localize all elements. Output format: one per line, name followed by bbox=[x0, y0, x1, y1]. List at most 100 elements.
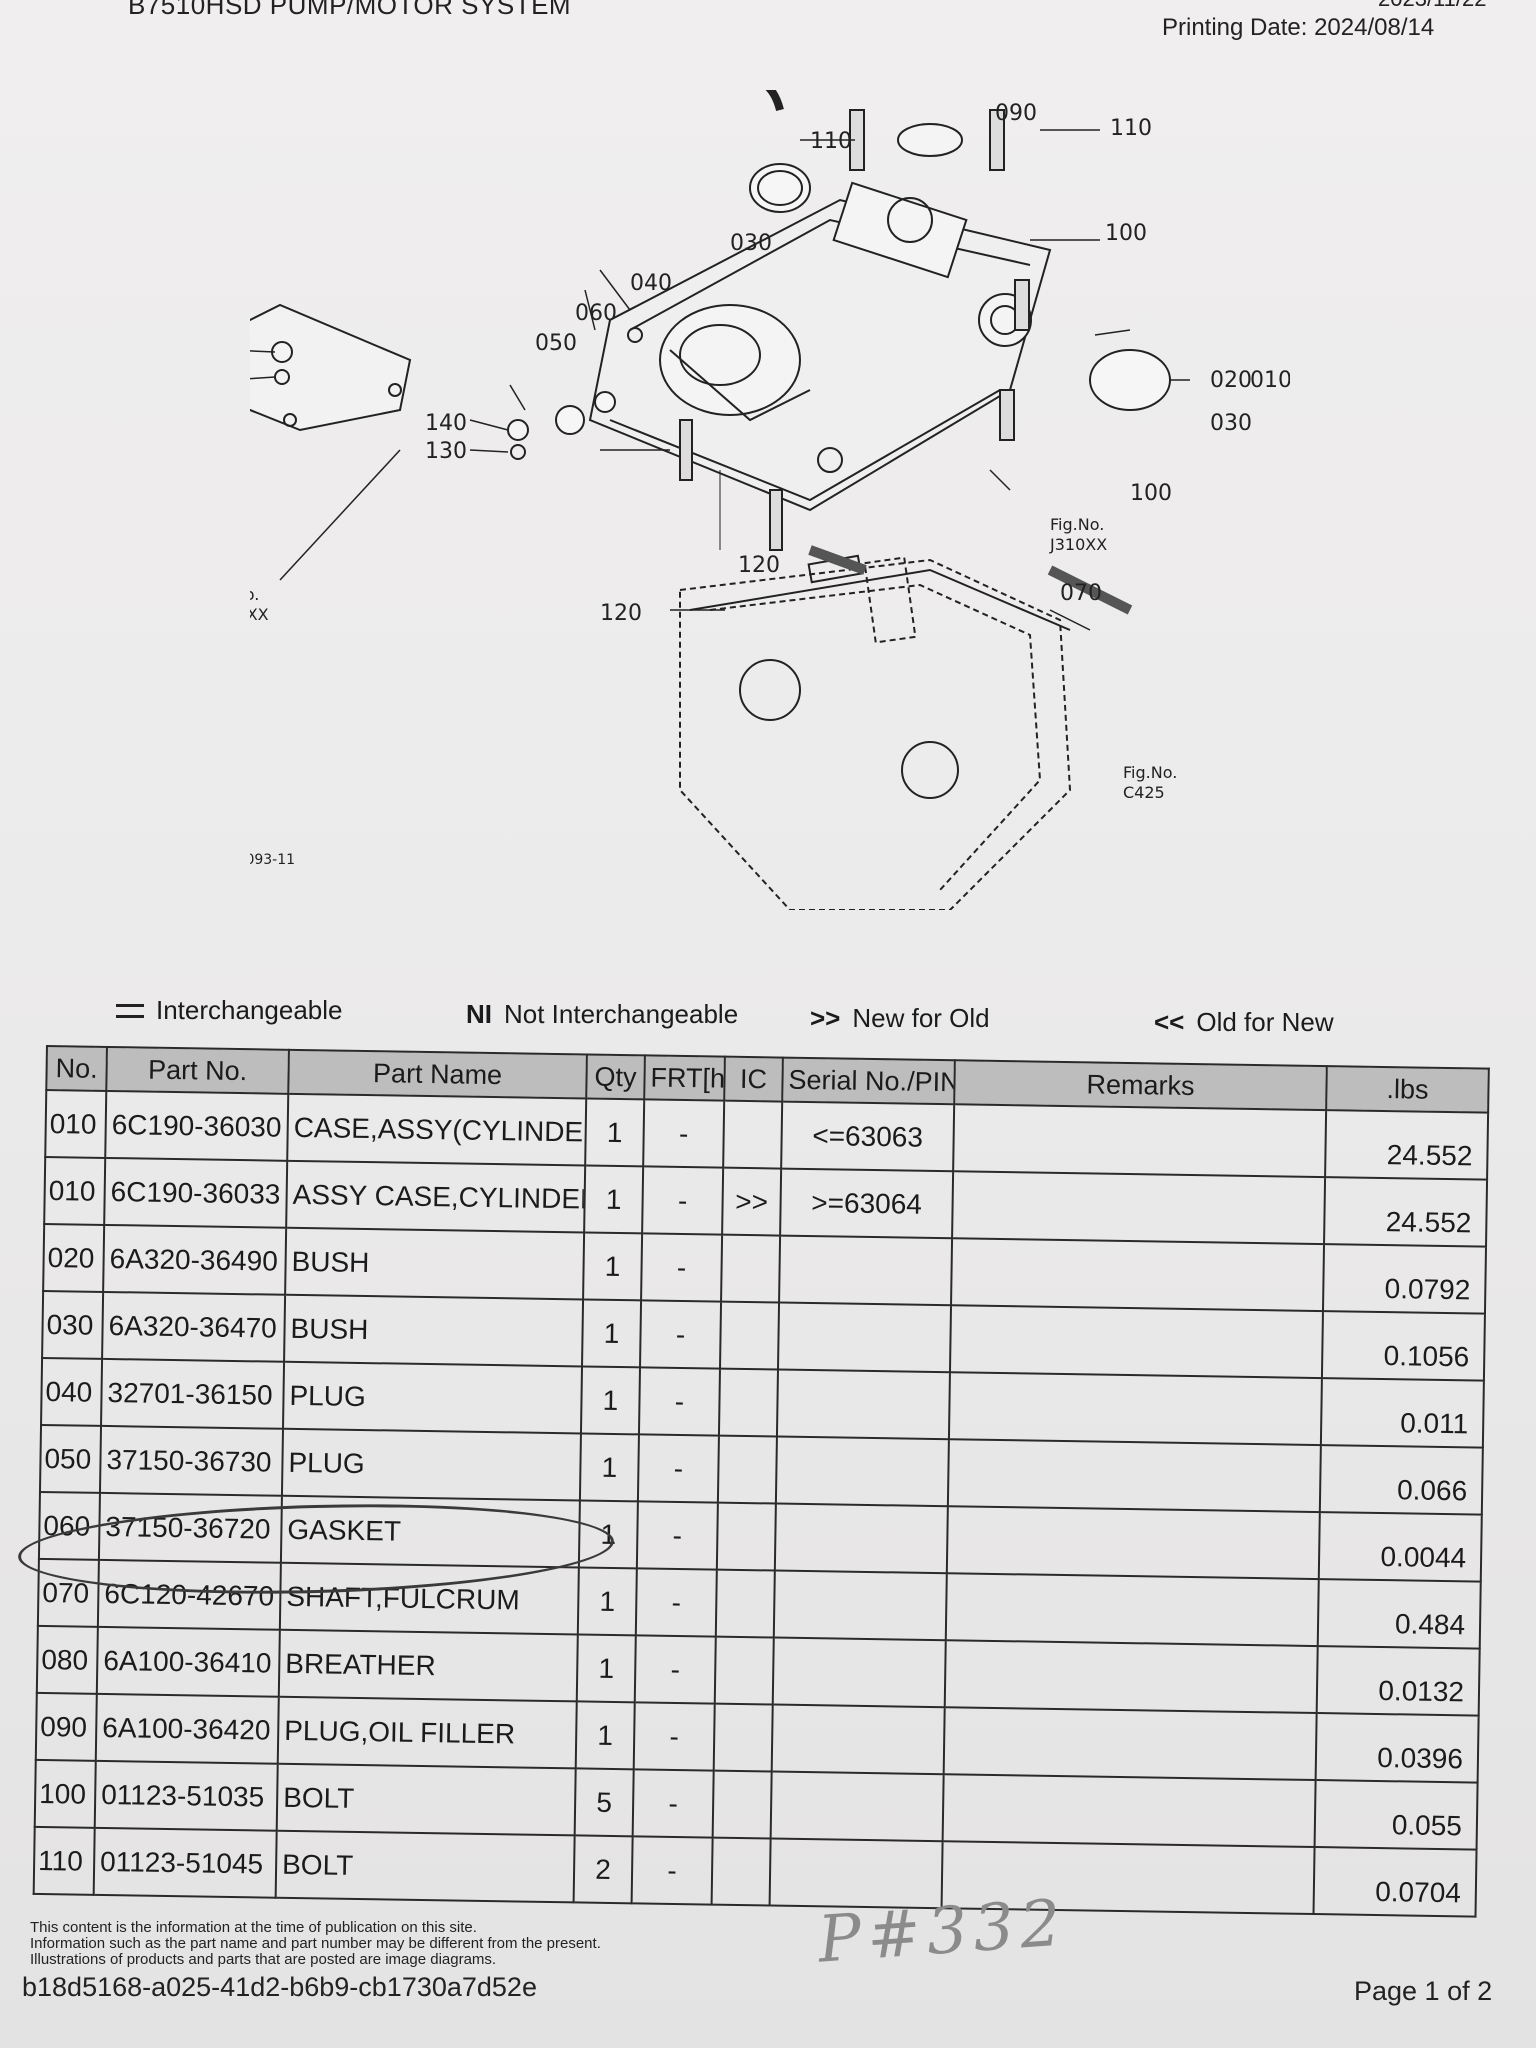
legend-new-for-old-label: New for Old bbox=[852, 1003, 990, 1033]
bracket-plate-drawing bbox=[250, 303, 412, 432]
cell-frt: - bbox=[643, 1099, 725, 1168]
cell-part-name: BOLT bbox=[276, 1763, 576, 1836]
cell-remarks bbox=[945, 1573, 1319, 1647]
callout-060: 060 bbox=[575, 301, 617, 326]
cell-frt: - bbox=[638, 1367, 720, 1436]
cell-lbs: 24.552 bbox=[1324, 1177, 1488, 1247]
cell-serial bbox=[774, 1503, 948, 1574]
cell-remarks bbox=[944, 1640, 1318, 1714]
double-left-chevron-icon: << bbox=[1154, 1007, 1185, 1037]
callout-110-left: 110 bbox=[810, 129, 852, 154]
callout-040: 040 bbox=[630, 271, 672, 296]
cell-ic bbox=[712, 1770, 772, 1839]
handwritten-note: P#332 bbox=[815, 1886, 1070, 1978]
cell-part-no: 6A100-36410 bbox=[96, 1626, 280, 1697]
callout-050: 050 bbox=[535, 331, 577, 356]
cell-lbs: 0.0396 bbox=[1315, 1713, 1479, 1783]
cell-remarks bbox=[943, 1707, 1317, 1781]
cell-remarks bbox=[951, 1238, 1325, 1312]
cell-no: 090 bbox=[35, 1692, 97, 1761]
cell-frt: - bbox=[642, 1166, 724, 1235]
header-remarks: Remarks bbox=[954, 1060, 1327, 1111]
cell-frt: - bbox=[631, 1836, 713, 1905]
cell-no: 050 bbox=[39, 1424, 102, 1493]
cell-ic bbox=[714, 1636, 774, 1705]
callout-070: 070 bbox=[1060, 581, 1102, 606]
legend-interchangeable: Interchangeable bbox=[116, 995, 342, 1026]
cell-remarks bbox=[942, 1774, 1316, 1848]
cell-frt: - bbox=[632, 1769, 714, 1838]
cell-ic bbox=[718, 1368, 778, 1437]
callout-100-upper: 100 bbox=[1105, 221, 1147, 246]
cell-no: 080 bbox=[36, 1625, 98, 1694]
header-ic: IC bbox=[724, 1056, 783, 1102]
callout-120-right: 120 bbox=[738, 553, 780, 578]
cell-serial bbox=[773, 1570, 947, 1641]
cell-ic bbox=[716, 1502, 776, 1571]
cell-part-name: BUSH bbox=[285, 1227, 585, 1300]
cell-frt: - bbox=[636, 1501, 718, 1570]
cell-remarks bbox=[953, 1104, 1327, 1178]
legend-new-for-old: >> New for Old bbox=[810, 1003, 990, 1034]
cell-part-no: 37150-36730 bbox=[99, 1425, 284, 1496]
cell-serial bbox=[771, 1704, 945, 1775]
cell-ic bbox=[711, 1837, 771, 1906]
cell-ic bbox=[715, 1569, 775, 1638]
cell-qty: 5 bbox=[574, 1768, 634, 1837]
fig-ref-j310-line1: Fig.No. bbox=[1050, 515, 1104, 534]
cell-part-name: BREATHER bbox=[278, 1629, 578, 1702]
cell-ic bbox=[713, 1703, 773, 1772]
cell-part-name: PLUG bbox=[283, 1361, 583, 1434]
fig-ref-c425-line1: Fig.No. bbox=[1123, 763, 1177, 782]
cell-part-no: 6C190-36030 bbox=[105, 1090, 289, 1161]
cell-serial bbox=[776, 1369, 950, 1440]
cell-remarks bbox=[949, 1305, 1323, 1379]
header-qty: Qty bbox=[586, 1054, 645, 1100]
cell-lbs: 0.1056 bbox=[1321, 1311, 1485, 1381]
legend-old-for-new: << Old for New bbox=[1154, 1007, 1334, 1038]
document-id: b18d5168-a025-41d2-b6b9-cb1730a7d52e bbox=[22, 1972, 537, 2002]
legend-not-interchangeable-label: Not Interchangeable bbox=[504, 999, 739, 1029]
cell-qty: 1 bbox=[575, 1701, 635, 1770]
header-part-no: Part No. bbox=[106, 1046, 289, 1094]
exploded-parts-diagram: 080 090 110 110 030 100 040 060 050 140 … bbox=[250, 90, 1290, 910]
callout-030-right: 030 bbox=[1210, 411, 1252, 436]
cell-frt: - bbox=[641, 1233, 723, 1302]
callout-030: 030 bbox=[730, 231, 772, 256]
cell-part-no: 6A320-36490 bbox=[103, 1224, 287, 1295]
cell-qty: 1 bbox=[584, 1165, 644, 1234]
cell-part-name: ASSY CASE,CYLINDER bbox=[286, 1160, 586, 1233]
fig-ref-j310-line2: J310XX bbox=[1049, 535, 1107, 554]
cell-remarks bbox=[947, 1439, 1321, 1513]
header-lbs: .lbs bbox=[1326, 1066, 1489, 1113]
disclaimer-line-3: Illustrations of products and parts that… bbox=[30, 1951, 497, 1968]
header-frt: FRT[h] bbox=[644, 1055, 725, 1101]
cell-ic bbox=[719, 1301, 780, 1370]
cell-part-name: PLUG bbox=[281, 1428, 581, 1501]
cell-part-name: CASE,ASSY(CYLINDER) bbox=[287, 1093, 587, 1166]
cell-qty: 1 bbox=[576, 1634, 636, 1703]
revision-date: 2023/11/22 bbox=[1378, 0, 1486, 12]
disclaimer-line-1: This content is the information at the t… bbox=[30, 1919, 477, 1936]
cell-lbs: 0.055 bbox=[1314, 1780, 1478, 1850]
cell-qty: 2 bbox=[573, 1835, 633, 1904]
callout-020: 020 bbox=[1210, 368, 1252, 393]
document-title: B7510HSD PUMP/MOTOR SYSTEM bbox=[128, 0, 572, 20]
header-serial: Serial No./PIN bbox=[782, 1057, 955, 1105]
cell-serial bbox=[779, 1235, 953, 1306]
cylinder-case-drawing bbox=[588, 181, 1052, 512]
cell-qty: 1 bbox=[582, 1299, 642, 1368]
cell-remarks bbox=[952, 1171, 1326, 1245]
cell-no: 030 bbox=[42, 1290, 104, 1359]
cell-lbs: 0.0044 bbox=[1318, 1512, 1482, 1582]
cell-ic bbox=[717, 1435, 777, 1504]
parts-list-table: No. Part No. Part Name Qty FRT[h] IC Ser… bbox=[33, 1045, 1490, 1918]
disclaimer-text: This content is the information at the t… bbox=[30, 1920, 601, 1968]
cell-remarks bbox=[948, 1372, 1322, 1446]
cell-part-no: 32701-36150 bbox=[101, 1358, 285, 1429]
disclaimer-line-2: Information such as the part name and pa… bbox=[30, 1935, 601, 1952]
cell-part-no: 01123-51045 bbox=[93, 1827, 277, 1898]
fig-ref-c420-line2: C420XX bbox=[250, 605, 269, 624]
cell-lbs: 0.0704 bbox=[1313, 1847, 1477, 1917]
fig-ref-c425-line2: C425 bbox=[1123, 783, 1165, 802]
